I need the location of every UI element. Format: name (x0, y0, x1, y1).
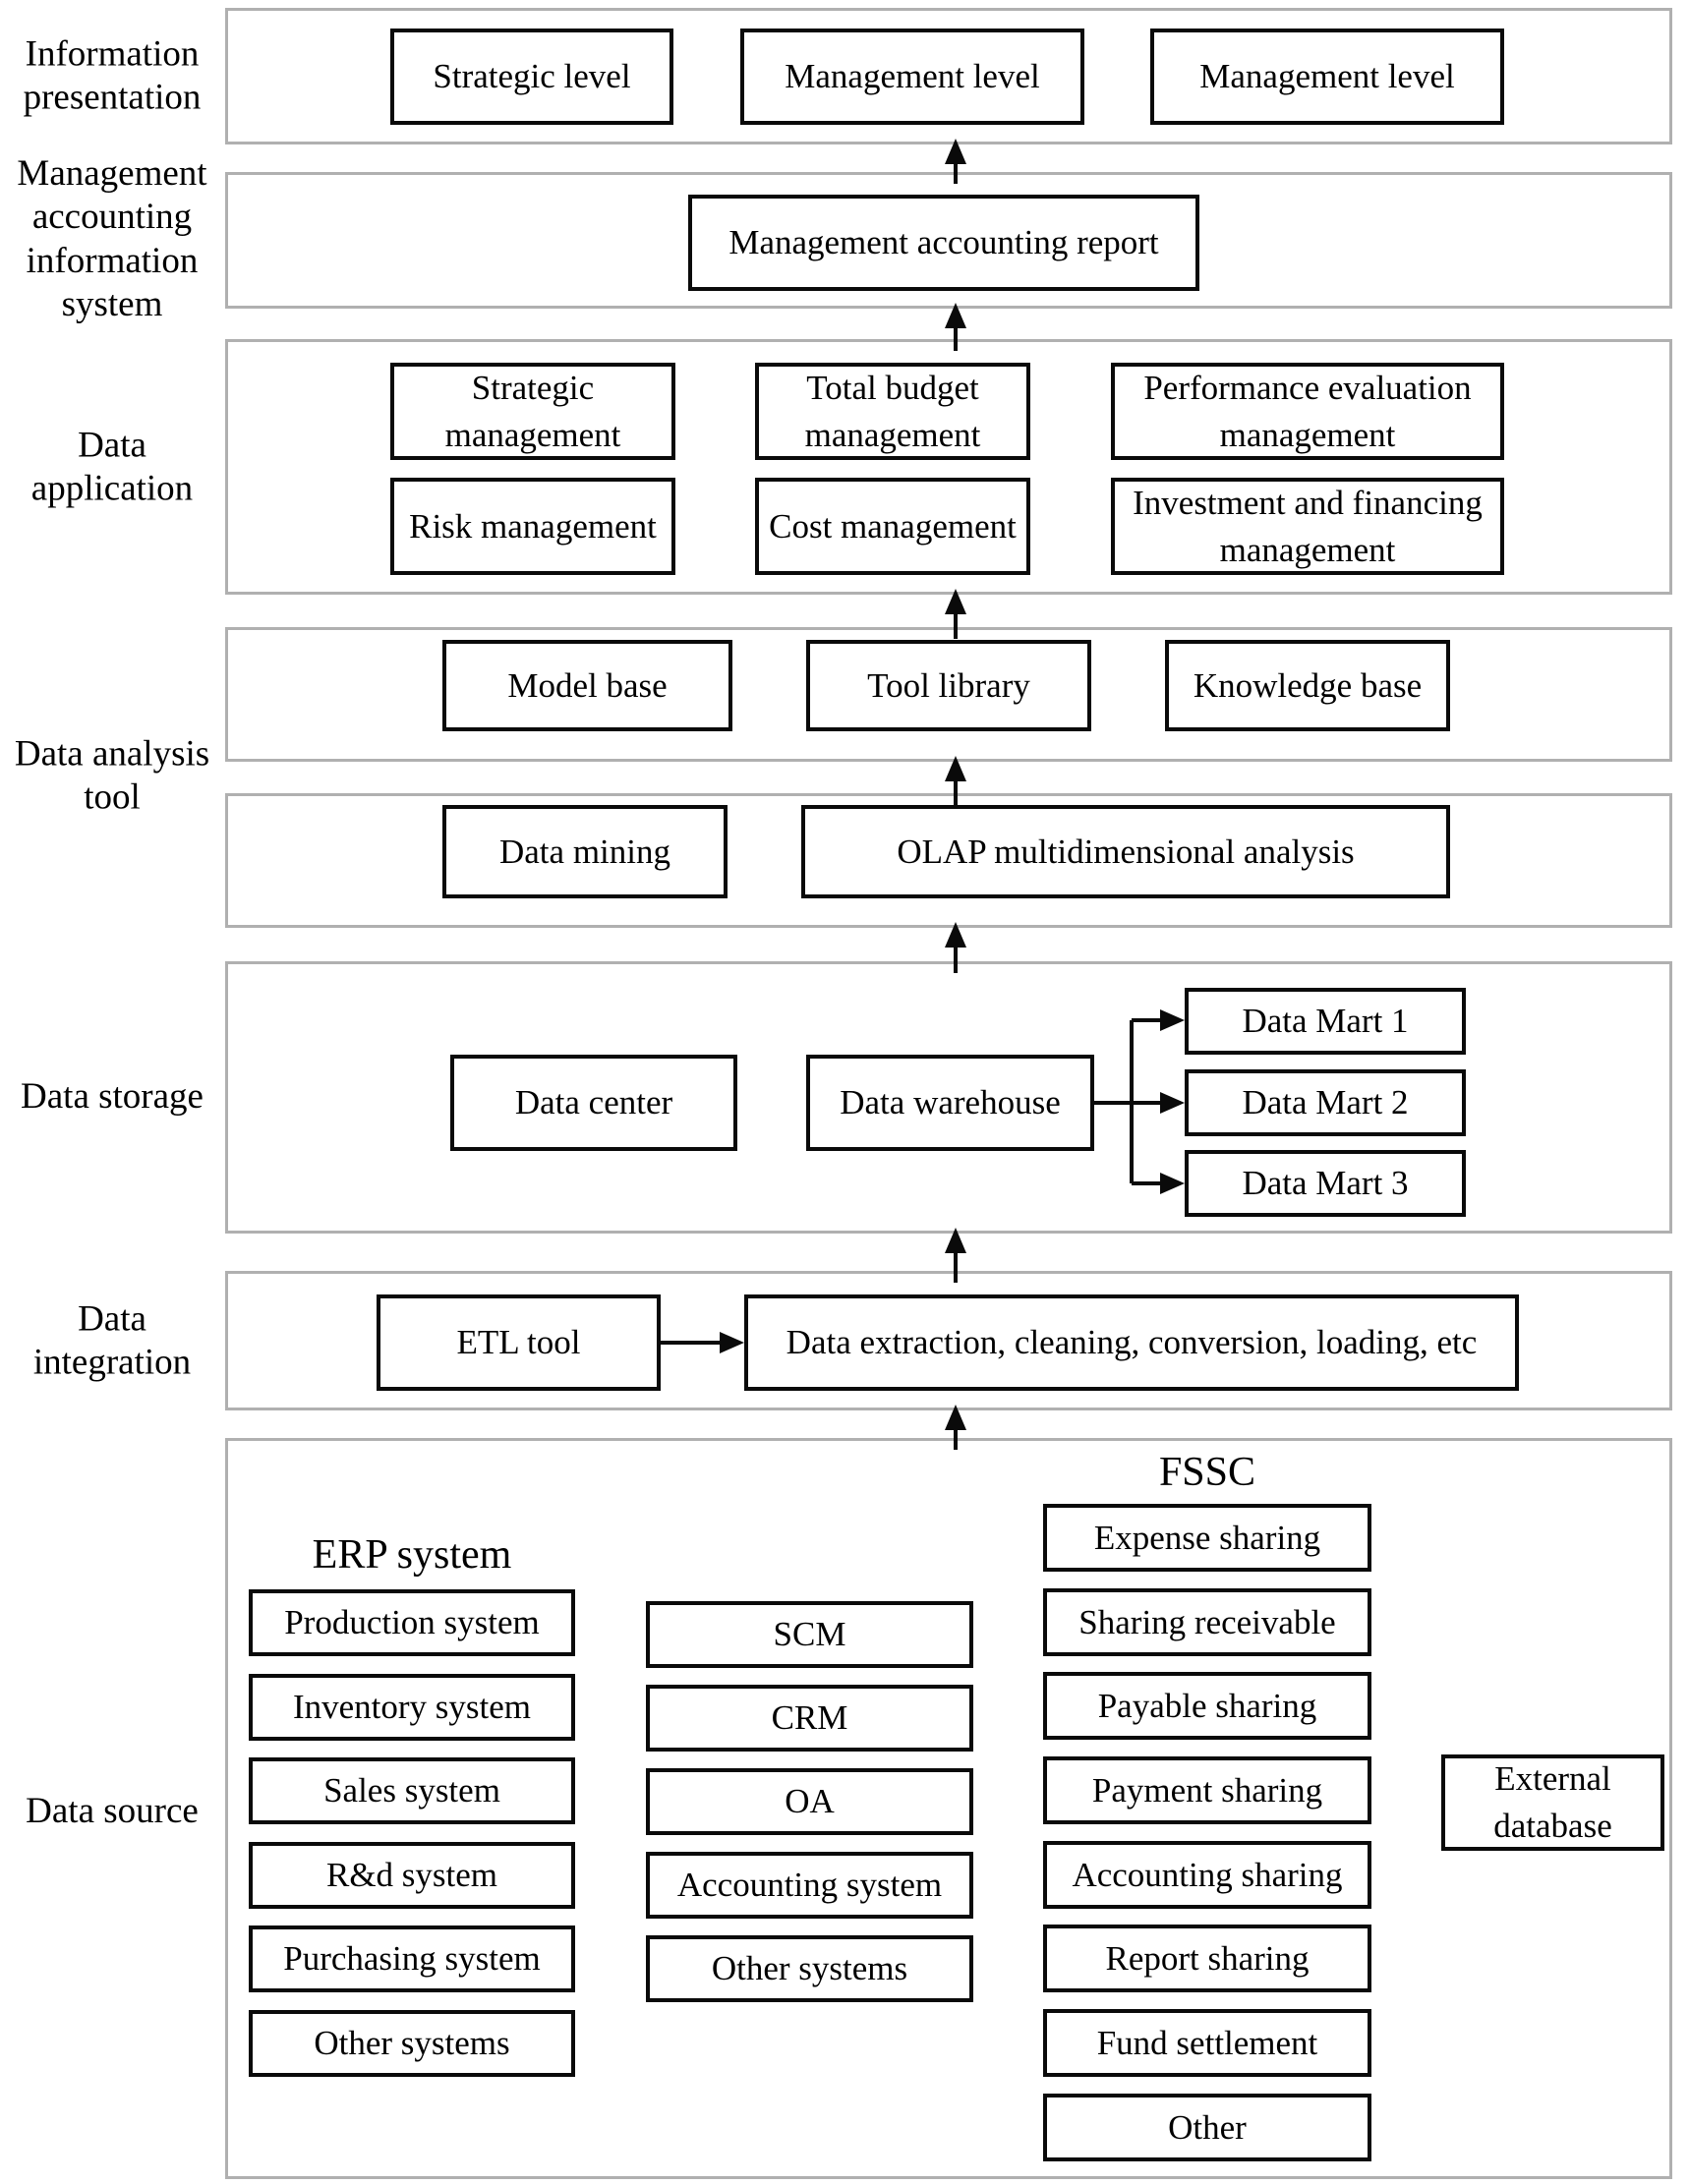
box-fssc-other: Other (1043, 2094, 1371, 2161)
box-payment-sharing: Payment sharing (1043, 1756, 1371, 1824)
box-performance-evaluation-management: Performance evaluation management (1111, 363, 1504, 460)
box-accounting-sharing: Accounting sharing (1043, 1841, 1371, 1909)
box-sharing-receivable: Sharing receivable (1043, 1588, 1371, 1656)
side-label-data-integration: Data integration (32, 1298, 192, 1383)
box-management-accounting-report: Management accounting report (688, 195, 1199, 291)
box-fund-settlement: Fund settlement (1043, 2009, 1371, 2077)
box-data-mart-2: Data Mart 2 (1185, 1069, 1466, 1136)
box-report-sharing: Report sharing (1043, 1925, 1371, 1992)
box-expense-sharing: Expense sharing (1043, 1504, 1371, 1572)
box-data-center: Data center (450, 1055, 737, 1151)
box-cost-management: Cost management (755, 478, 1030, 575)
box-accounting-system: Accounting system (646, 1852, 973, 1919)
box-erp-other-systems: Other systems (249, 2010, 575, 2077)
side-label-data-analysis-tool: Data analysis tool (14, 733, 210, 818)
box-risk-management: Risk management (390, 478, 675, 575)
box-inventory-system: Inventory system (249, 1674, 575, 1741)
box-data-warehouse: Data warehouse (806, 1055, 1094, 1151)
box-management-level-1: Management level (740, 29, 1084, 125)
box-etl-tool: ETL tool (377, 1294, 661, 1391)
side-label-data-source: Data source (26, 1790, 199, 1831)
box-purchasing-system: Purchasing system (249, 1925, 575, 1992)
side-label-data-storage: Data storage (21, 1075, 204, 1117)
box-olap-multidimensional-analysis: OLAP multidimensional analysis (801, 805, 1450, 898)
box-strategic-management: Strategic management (390, 363, 675, 460)
box-crm: CRM (646, 1685, 973, 1752)
box-production-system: Production system (249, 1589, 575, 1656)
erp-group-label: ERP system (312, 1532, 512, 1578)
box-sales-system: Sales system (249, 1757, 575, 1824)
side-label-management-accounting-information-system: Management accounting information system (17, 153, 207, 325)
fssc-group-label: FSSC (1158, 1450, 1256, 1495)
side-label-information-presentation: Information presentation (23, 33, 202, 118)
box-management-level-2: Management level (1150, 29, 1504, 125)
box-strategic-level: Strategic level (390, 29, 673, 125)
box-knowledge-base: Knowledge base (1165, 640, 1450, 731)
side-label-data-application: Data application (30, 425, 194, 509)
box-oa: OA (646, 1768, 973, 1835)
box-total-budget-management: Total budget management (755, 363, 1030, 460)
box-data-extraction-process: Data extraction, cleaning, conversion, l… (744, 1294, 1519, 1391)
box-rd-system: R&d system (249, 1842, 575, 1909)
box-investment-financing-management: Investment and financing management (1111, 478, 1504, 575)
box-payable-sharing: Payable sharing (1043, 1672, 1371, 1740)
box-scm: SCM (646, 1601, 973, 1668)
box-model-base: Model base (442, 640, 732, 731)
box-data-mart-3: Data Mart 3 (1185, 1150, 1466, 1217)
box-tool-library: Tool library (806, 640, 1091, 731)
box-external-database: External database (1441, 1754, 1664, 1851)
box-data-mart-1: Data Mart 1 (1185, 988, 1466, 1055)
box-data-mining: Data mining (442, 805, 728, 898)
box-middle-other-systems: Other systems (646, 1935, 973, 2002)
